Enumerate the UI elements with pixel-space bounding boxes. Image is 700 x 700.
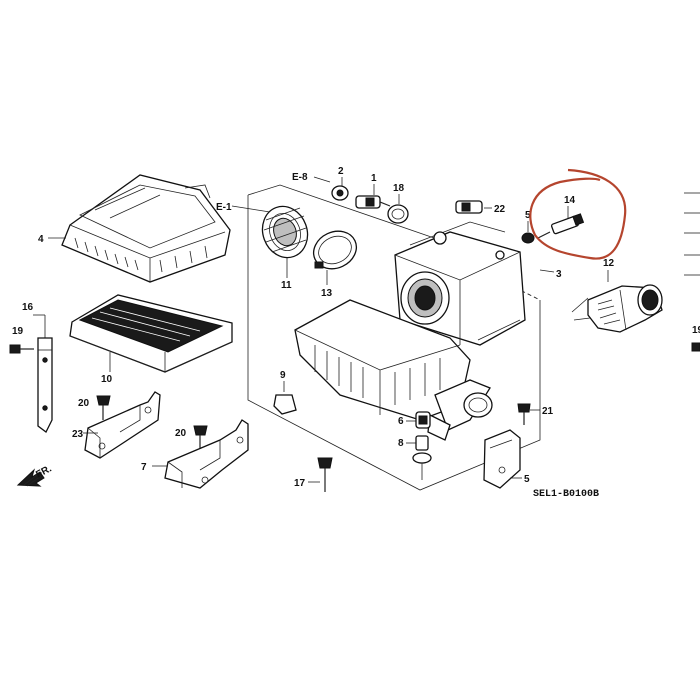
highlight-circle	[529, 168, 627, 260]
bracket-7	[164, 419, 249, 489]
callout-7: 7	[141, 462, 147, 473]
grommet-5-upper	[521, 232, 535, 244]
bolt-19-left	[9, 344, 34, 354]
callout-14: 14	[564, 195, 576, 206]
bracket-23	[84, 391, 161, 459]
callout-2: 2	[338, 166, 344, 177]
clip-9	[273, 394, 297, 415]
bolt-20-left	[96, 395, 111, 420]
callout-21: 21	[542, 406, 554, 417]
diagram-code: SEL1-B0100B	[533, 489, 599, 500]
callout-11: 11	[281, 280, 292, 291]
intake-elbow-12	[587, 284, 663, 333]
callout-17: 17	[294, 478, 306, 489]
air-cleaner-housing-3	[394, 221, 526, 346]
bolt-21	[517, 403, 531, 425]
air-cleaner-case	[294, 299, 493, 441]
sensor-1	[355, 195, 391, 209]
right-edge-marks	[684, 192, 700, 352]
clamp-18	[387, 204, 409, 224]
callout-16: 16	[22, 302, 34, 313]
callout-5-lower: 5	[524, 474, 530, 485]
callout-12: 12	[603, 258, 615, 269]
air-cleaner-cover	[61, 174, 231, 283]
bracket-16	[37, 337, 53, 433]
ref-e8: E-8	[292, 172, 308, 183]
ref-e1: E-1	[216, 202, 232, 213]
sensor-22	[455, 200, 483, 214]
hose-clamp-13	[313, 230, 357, 270]
grommet-6	[415, 411, 431, 429]
callout-9: 9	[280, 370, 286, 381]
air-filter-element	[69, 294, 233, 373]
temperature-sensor-14	[537, 213, 585, 239]
callout-22: 22	[494, 204, 506, 215]
callout-20-left: 20	[78, 398, 90, 409]
callout-19-right: 19	[692, 325, 700, 336]
grommet-2	[331, 185, 349, 201]
callout-6: 6	[398, 416, 404, 427]
callout-8: 8	[398, 438, 404, 449]
callout-4: 4	[38, 234, 44, 245]
front-direction-arrow	[16, 468, 45, 487]
intake-duct-11	[261, 205, 309, 259]
callout-23: 23	[72, 429, 84, 440]
callout-3: 3	[556, 269, 562, 280]
bracket-5-lower	[483, 429, 521, 489]
callout-20-center: 20	[175, 428, 187, 439]
callout-18: 18	[393, 183, 405, 194]
collar-8	[412, 435, 432, 464]
direction-label: FR.	[34, 463, 54, 480]
callout-5-upper: 5	[525, 210, 531, 221]
callout-19-left: 19	[12, 326, 24, 337]
callout-1: 1	[371, 173, 377, 184]
callout-13: 13	[321, 288, 333, 299]
callout-10: 10	[101, 374, 113, 385]
bolt-17	[317, 457, 333, 492]
